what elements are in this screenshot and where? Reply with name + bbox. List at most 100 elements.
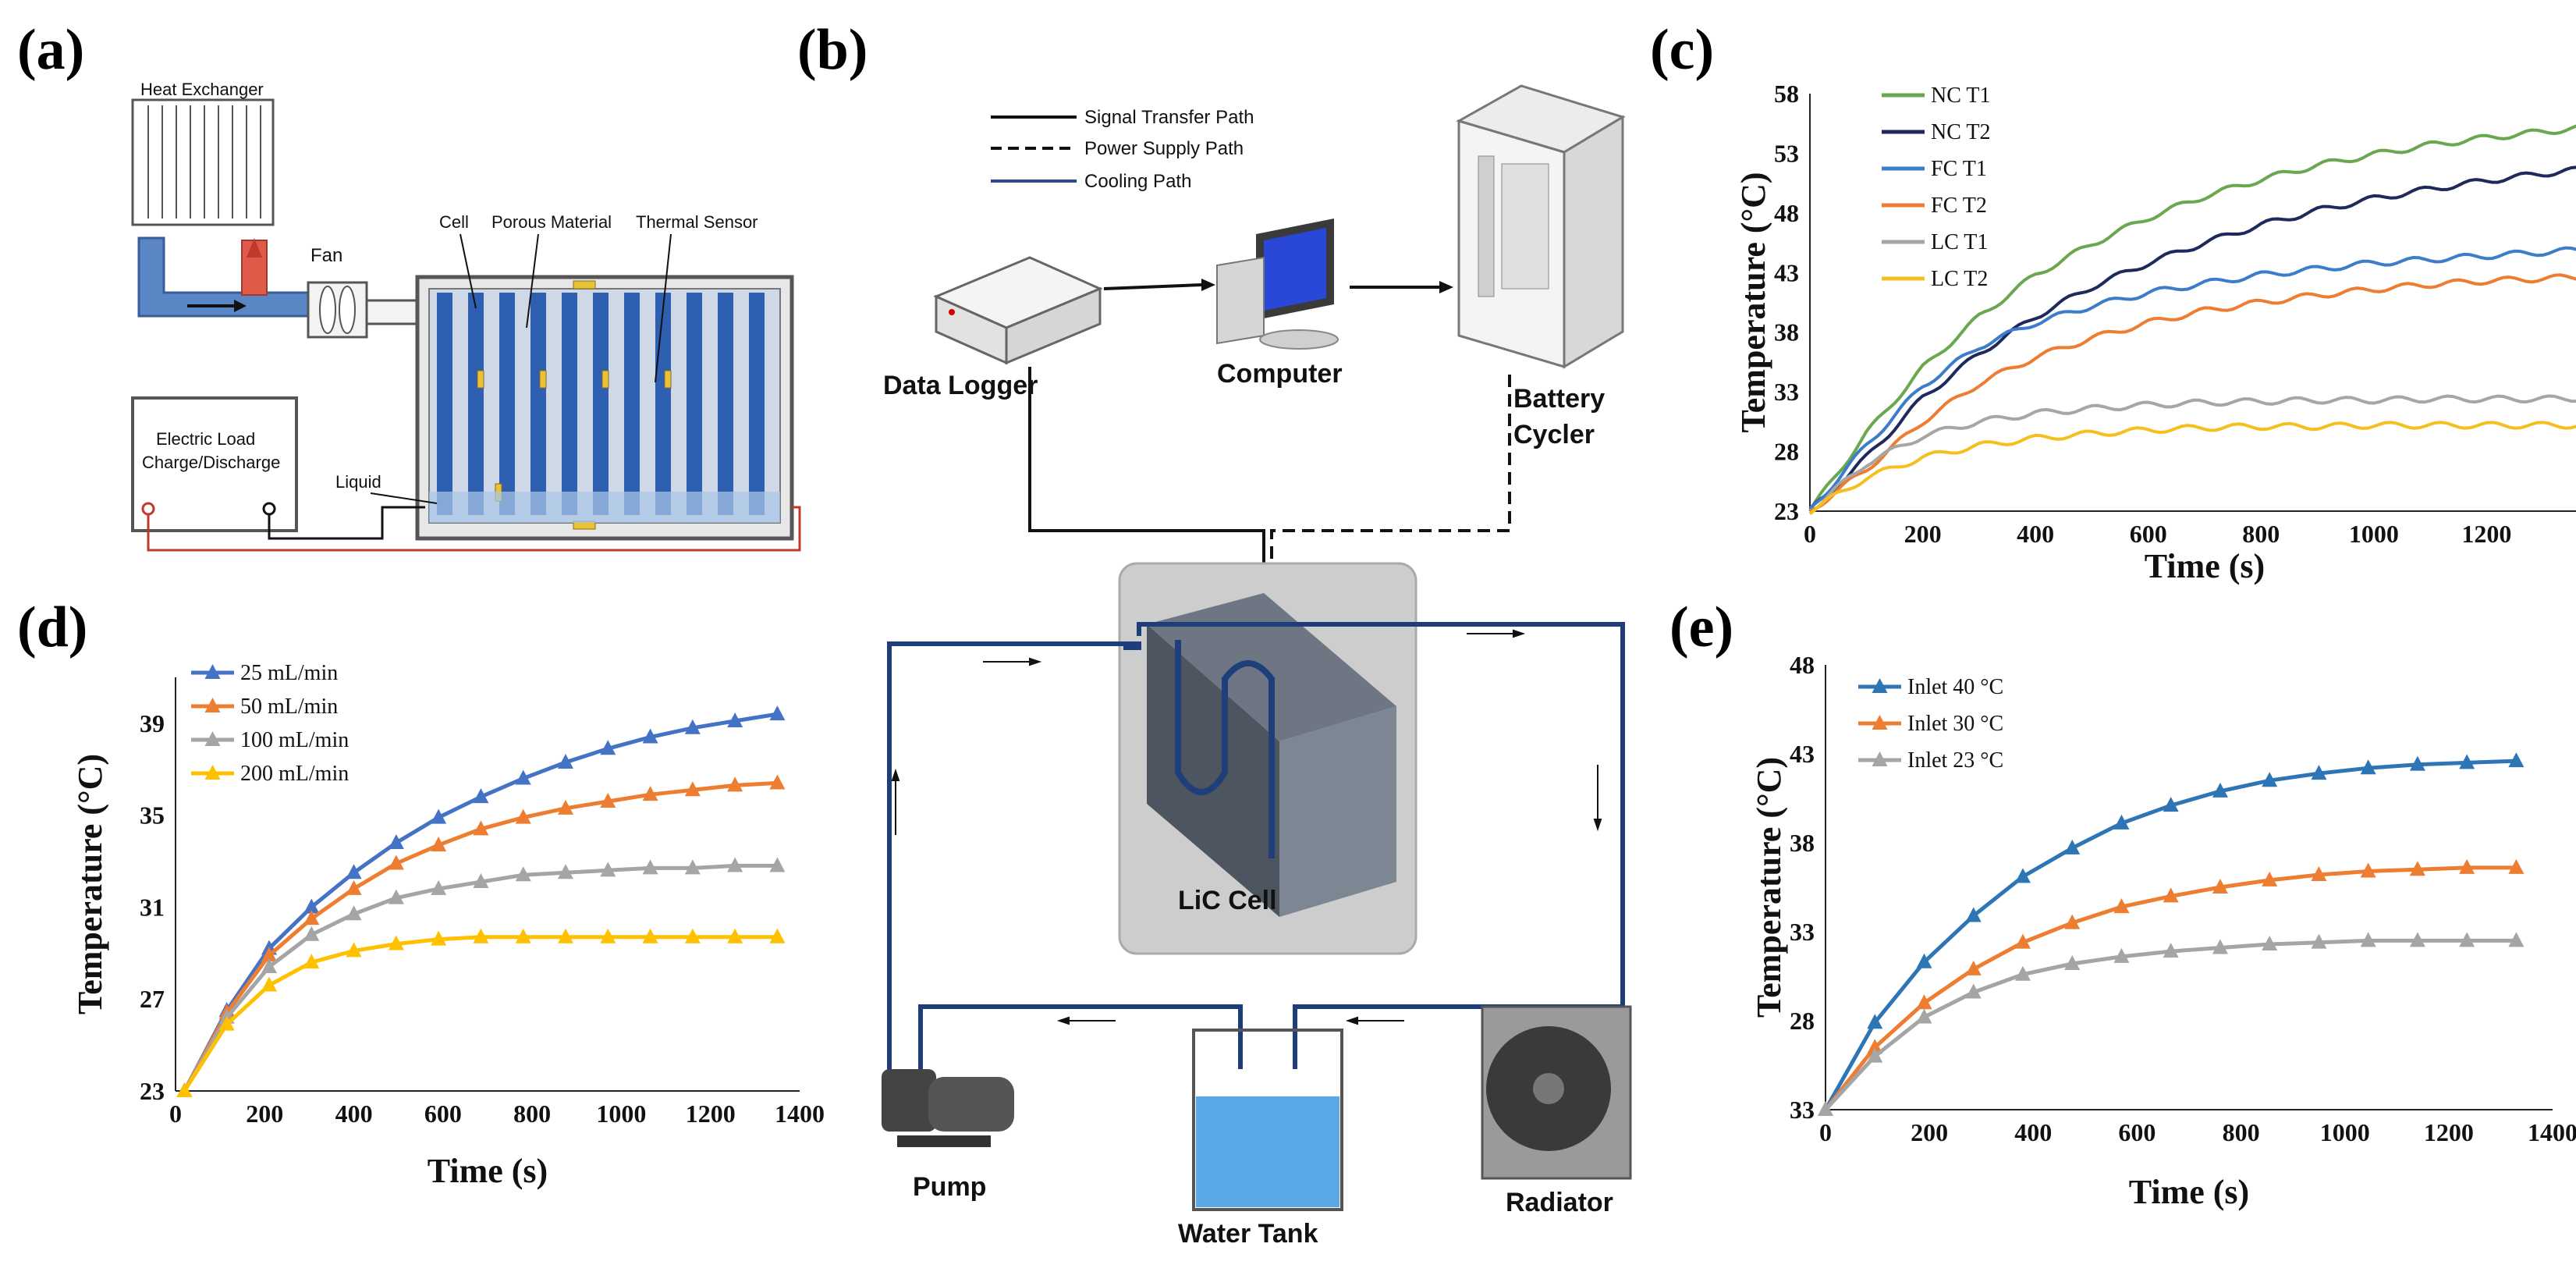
x-tick-label: 200 [246,1100,283,1128]
panel-d-label: (d) [17,595,88,659]
series-point [642,928,658,943]
x-tick-label: 200 [1904,520,1942,548]
series-point [2014,933,2031,949]
x-tick-label: 1200 [2461,520,2511,548]
fan-label: Fan [310,245,342,266]
series-point [1867,1047,1883,1063]
x-tick-label: 1200 [686,1100,736,1128]
series-point [431,808,447,824]
battery-cycler-line2: Cycler [1513,420,1595,449]
series-2 [1818,932,2525,1116]
series-1 [176,774,786,1097]
series-point [2163,887,2179,903]
series-point [769,774,786,790]
series-point [2311,866,2327,882]
series-line [1808,421,2576,516]
series-point [2459,932,2475,947]
porous-material-label: Porous Material [491,212,612,232]
radiator-device [1481,1005,1632,1180]
series-point [261,958,277,973]
x-tick-label: 200 [1911,1118,1948,1146]
series-point [431,879,447,895]
x-tick-label: 1400 [775,1100,825,1128]
series-point [727,776,743,792]
x-tick-label: 600 [2130,520,2167,548]
series-line [1808,124,2576,513]
series-point [1965,983,1982,999]
x-tick-label: 1000 [2349,520,2399,548]
series-point [769,857,786,872]
series-point [303,954,320,969]
series-point [2212,879,2228,894]
series-line [1809,273,2576,513]
series-point [2163,943,2179,958]
series-3 [176,928,786,1097]
y-tick-label: 23 [1774,497,1799,525]
series-point [2311,765,2327,780]
series-point [684,859,701,875]
series-point [2262,935,2278,950]
x-tick-label: 800 [2242,520,2280,548]
series-point [727,712,743,727]
series-point [176,1082,193,1097]
series-2 [176,857,786,1097]
computer-label: Computer [1217,359,1343,389]
legend-marker [204,731,221,746]
series-point [1818,1101,1833,1116]
series-point [2360,759,2376,775]
y-tick-label: 53 [1774,139,1799,167]
battery-cycler-line1: Battery [1513,384,1605,414]
series-point [303,910,320,926]
series-point [346,942,362,958]
x-tick-label: 0 [1819,1118,1832,1146]
series-point [769,928,786,943]
y-tick-label: 39 [140,709,165,737]
series-point [1867,1014,1883,1029]
x-tick-label: 1000 [596,1100,646,1128]
series-point [600,862,616,877]
series-5 [1808,421,2576,516]
y-tick-label: 43 [1790,740,1815,768]
water-tank-label: Water Tank [1178,1219,1318,1249]
legend-marker [1872,751,1888,766]
panel-b-label: (b) [797,18,868,82]
y-tick-label: 33 [1790,918,1815,946]
series-point [2508,932,2525,947]
x-tick-label: 1200 [2424,1118,2474,1146]
pump-label: Pump [913,1172,986,1202]
y-tick-label: 48 [1774,199,1799,227]
series-1 [1818,858,2525,1116]
x-axis-label: Time (s) [428,1152,548,1190]
series-2 [1808,246,2576,510]
legend-label: Inlet 30 °C [1907,712,2003,736]
series-point [2064,955,2081,971]
series-line [183,863,778,1093]
series-point [1916,953,1932,968]
series-point [2212,939,2228,954]
series-point [346,864,362,879]
legend-label: FC T1 [1931,157,1987,181]
y-tick-label: 23 [140,1077,165,1105]
series-point [346,879,362,895]
lic-cell-device [1147,593,1396,917]
series-point [2262,772,2278,787]
series-1 [1808,165,2576,510]
series-point [473,928,489,943]
series-point [2163,797,2179,812]
series-point [684,719,701,734]
series-point [2113,814,2130,830]
series-point [2014,965,2031,981]
lic-cell-label: LiC Cell [1178,886,1277,915]
series-point [2064,839,2081,855]
series-point [2409,861,2425,876]
y-tick-label: 33 [1790,1096,1815,1124]
series-point [2459,858,2475,874]
series-point [2212,782,2228,798]
legend-label: 100 mL/min [240,728,349,752]
series-point [642,859,658,875]
cells [437,293,765,515]
thermal-sensor-label: Thermal Sensor [636,212,758,232]
series-point [388,855,404,870]
